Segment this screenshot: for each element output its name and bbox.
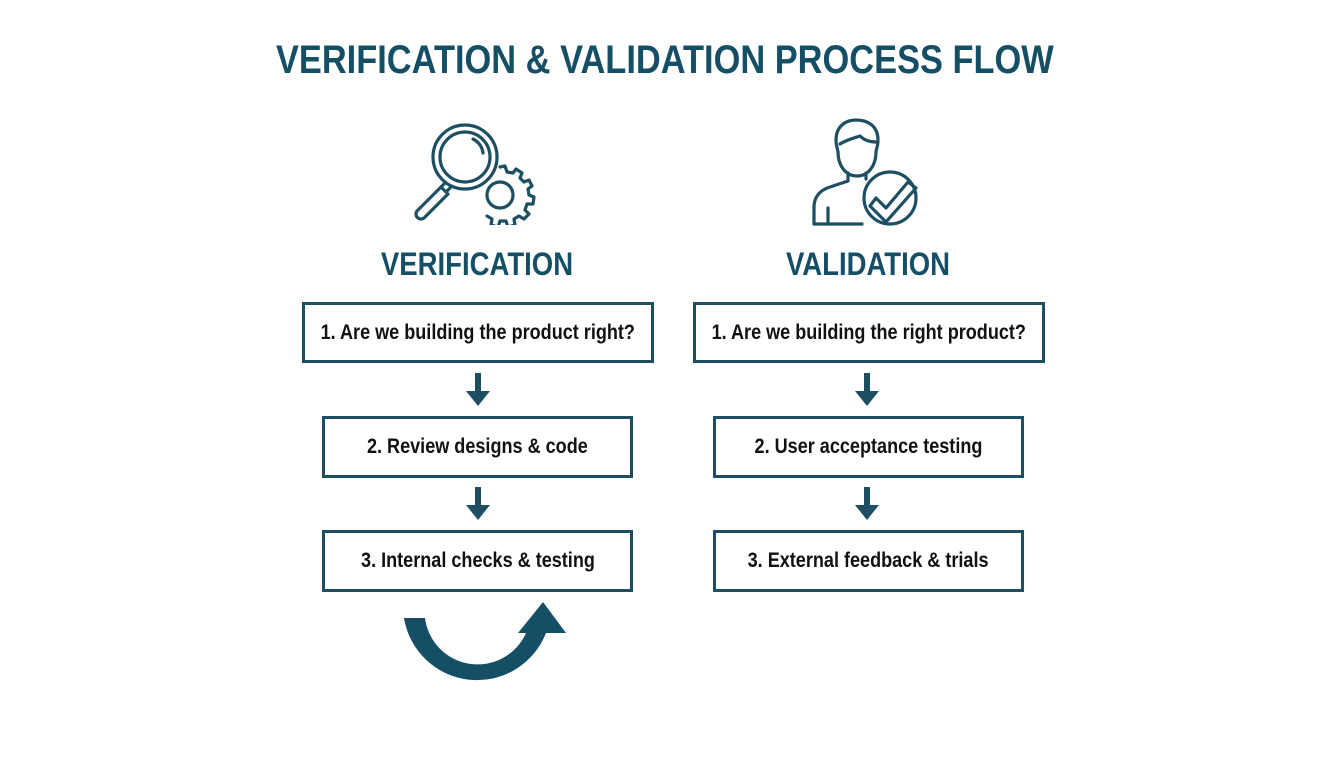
step-label: 3. External feedback & trials <box>748 549 989 572</box>
step-label: 2. Review designs & code <box>367 435 588 458</box>
arrow-down-icon <box>855 487 879 520</box>
arrow-down-icon <box>466 487 490 520</box>
step-label: 1. Are we building the product right? <box>320 320 636 344</box>
curved-loop-arrow-icon <box>404 602 566 681</box>
verification-step-2: 2. Review designs & code <box>322 416 633 478</box>
verification-step-1: 1. Are we building the product right? <box>302 302 654 363</box>
validation-step-3: 3. External feedback & trials <box>713 530 1024 592</box>
step-label: 1. Are we building the right product? <box>711 320 1027 344</box>
step-label: 2. User acceptance testing <box>754 435 983 458</box>
step-label: 3. Internal checks & testing <box>360 549 595 572</box>
diagram-title: VERIFICATION & VALIDATION PROCESS FLOW <box>275 38 1054 82</box>
validation-heading: VALIDATION <box>785 246 951 282</box>
magnifier-gear-icon <box>414 123 536 225</box>
user-check-icon <box>812 118 918 226</box>
arrow-down-icon <box>855 373 879 406</box>
verification-step-3: 3. Internal checks & testing <box>322 530 633 592</box>
validation-step-1: 1. Are we building the right product? <box>693 302 1045 363</box>
validation-step-2: 2. User acceptance testing <box>713 416 1024 478</box>
arrow-down-icon <box>466 373 490 406</box>
verification-heading: VERIFICATION <box>380 246 574 282</box>
